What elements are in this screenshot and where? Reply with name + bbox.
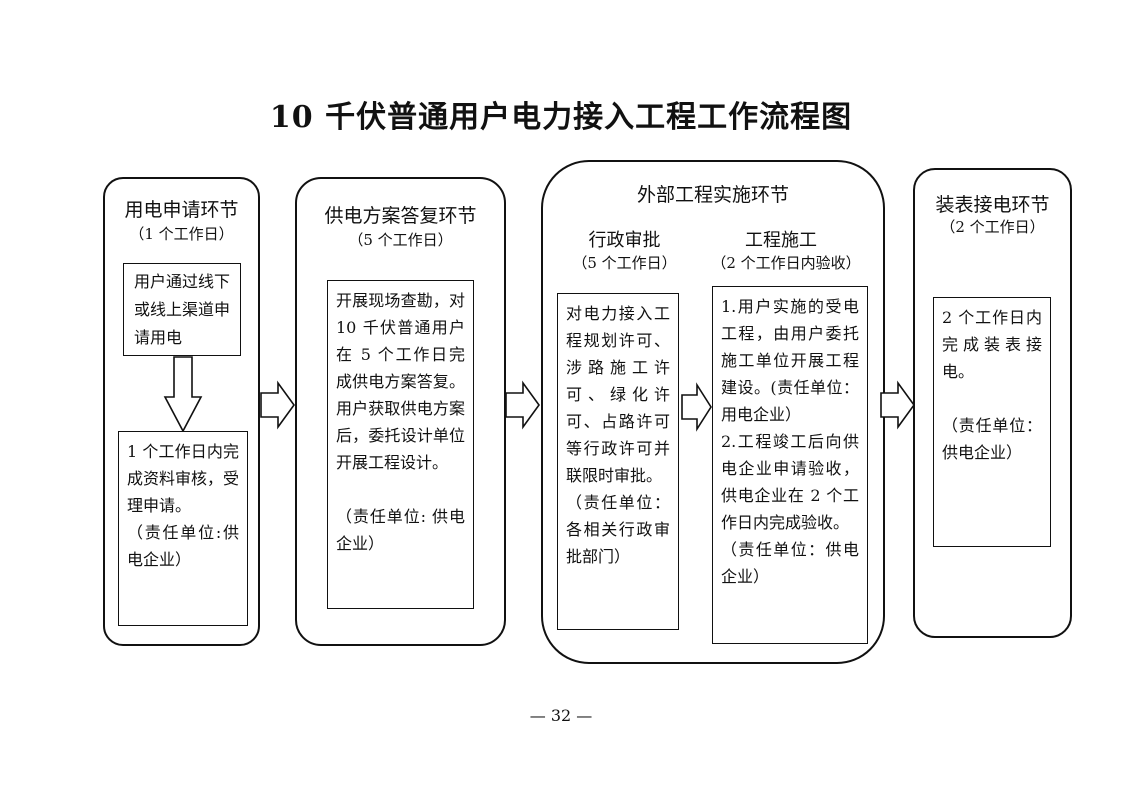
construction-days: （2 个工作日内验收）	[711, 254, 861, 272]
connect-text: 2 个工作日内完成装表接电。	[942, 308, 1042, 381]
stage-connect: 装表接电环节 （2 个工作日） 2 个工作日内完成装表接电。 （责任单位：供电企…	[913, 168, 1072, 638]
stage-apply: 用电申请环节 （1 个工作日） 用户通过线下或线上渠道申请用电 1 个工作日内完…	[103, 177, 260, 646]
construction-box: 1.用户实施的受电工程，由用户委托施工单位开展工程建设。(责任单位：用电企业） …	[712, 286, 868, 644]
right-arrow-icon	[880, 380, 915, 430]
stage-external-title: 外部工程实施环节	[636, 184, 789, 206]
apply-request-box: 用户通过线下或线上渠道申请用电	[123, 263, 241, 356]
admin-approval-title: 行政审批	[588, 230, 661, 251]
stage-apply-days: （1 个工作日）	[129, 225, 234, 243]
apply-review-text: 1 个工作日内完成资料审核，受理申请。	[127, 442, 240, 515]
stage-connect-title: 装表接电环节	[935, 194, 1050, 216]
construction-item-2: 2.工程竣工后向供电企业申请验收，供电企业在 2 个工作日内完成验收。	[721, 432, 859, 532]
stage-connect-days: （2 个工作日）	[940, 218, 1045, 236]
right-arrow-icon	[505, 380, 540, 430]
right-arrow-icon	[681, 382, 712, 432]
apply-review-box: 1 个工作日内完成资料审核，受理申请。 （责任单位:供电企业）	[118, 431, 248, 626]
page-number: — 32 —	[529, 706, 593, 725]
plan-text: 开展现场查勘，对 10 千伏普通用户在 5 个工作日完成供电方案答复。用户获取供…	[336, 291, 465, 472]
stage-external: 外部工程实施环节 行政审批 （5 个工作日） 对电力接入工程规划许可、涉路施工许…	[541, 160, 885, 664]
admin-approval-box: 对电力接入工程规划许可、涉路施工许可、绿化许可、占路许可等行政许可并联限时审批。…	[557, 293, 679, 630]
construction-responsible: （责任单位：供电企业）	[721, 540, 859, 586]
construction-title: 工程施工	[745, 230, 817, 251]
stage-apply-title: 用电申请环节	[124, 199, 239, 221]
plan-responsible: （责任单位: 供电企业）	[336, 507, 465, 553]
connect-box: 2 个工作日内完成装表接电。 （责任单位：供电企业）	[933, 297, 1051, 547]
stage-plan-title: 供电方案答复环节	[324, 205, 477, 227]
plan-box: 开展现场查勘，对 10 千伏普通用户在 5 个工作日完成供电方案答复。用户获取供…	[327, 280, 474, 609]
apply-review-responsible: （责任单位:供电企业）	[127, 523, 239, 569]
admin-approval-days: （5 个工作日）	[572, 254, 677, 272]
connect-responsible: （责任单位：供电企业）	[942, 416, 1042, 462]
construction-item-1: 1.用户实施的受电工程，由用户委托施工单位开展工程建设。(责任单位：用电企业）	[721, 297, 859, 424]
right-arrow-icon	[260, 380, 295, 430]
apply-request-text: 用户通过线下或线上渠道申请用电	[134, 272, 231, 347]
down-arrow-icon	[163, 356, 203, 433]
admin-approval-responsible: （责任单位：各相关行政审批部门）	[566, 493, 670, 566]
stage-plan-days: （5 个工作日）	[348, 231, 453, 249]
page-title: 10 千伏普通用户电力接入工程工作流程图	[269, 100, 853, 135]
admin-approval-text: 对电力接入工程规划许可、涉路施工许可、绿化许可、占路许可等行政许可并联限时审批。	[566, 304, 670, 485]
stage-plan: 供电方案答复环节 （5 个工作日） 开展现场查勘，对 10 千伏普通用户在 5 …	[295, 177, 506, 646]
